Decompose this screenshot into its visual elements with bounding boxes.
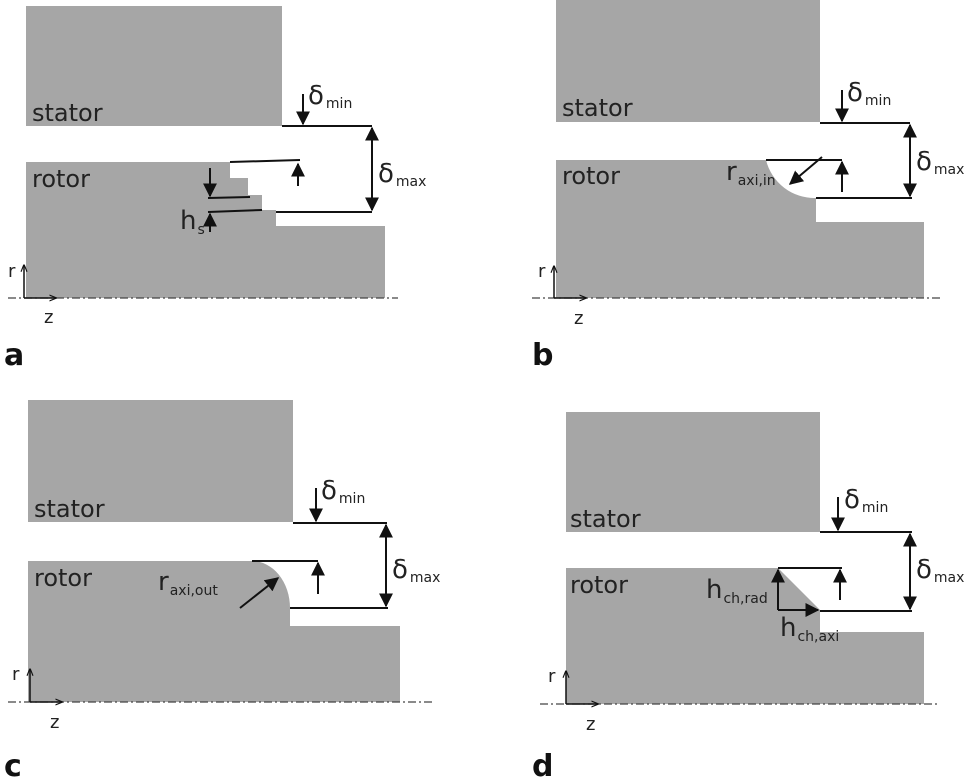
rotor-label: rotor	[570, 571, 628, 599]
z-axis-label: z	[50, 712, 59, 733]
rotor-block	[26, 162, 385, 298]
z-axis-label: z	[586, 714, 595, 735]
rotor-block	[28, 561, 400, 702]
panel-label: d	[532, 749, 553, 780]
rotor-label: rotor	[562, 162, 620, 190]
stator-block	[28, 400, 293, 522]
h-ch-axi-symbol: hch,axi	[780, 613, 839, 645]
rotor-block	[566, 568, 924, 704]
r-axis-label: r	[12, 664, 20, 685]
tip-line	[229, 159, 301, 163]
step-line-2	[207, 209, 263, 213]
stator-label: stator	[570, 505, 641, 533]
step-line-1	[207, 196, 251, 199]
r-axis-label: r	[548, 666, 556, 687]
stator-label: stator	[32, 99, 103, 127]
rotor-label: rotor	[32, 165, 90, 193]
radius-arrow	[239, 577, 280, 609]
stator-block	[26, 6, 282, 126]
hs-symbol: hs	[180, 206, 205, 238]
h-ch-rad-symbol: hch,rad	[706, 575, 768, 607]
stator-label: stator	[562, 94, 633, 122]
radius-arrow	[788, 156, 823, 185]
panel-label: b	[532, 338, 553, 373]
rotor-block	[556, 160, 924, 298]
panel-label: a	[4, 338, 24, 373]
r-axis-label: r	[538, 261, 546, 282]
r-axi-in-symbol: raxi,in	[726, 157, 776, 189]
rotor-label: rotor	[34, 564, 92, 592]
z-axis-label: z	[574, 308, 583, 329]
r-axi-out-symbol: raxi,out	[158, 567, 218, 599]
stator-block	[556, 0, 820, 122]
panel-label: c	[4, 749, 22, 780]
z-axis-label: z	[44, 307, 53, 328]
stator-label: stator	[34, 495, 105, 523]
r-axis-label: r	[8, 261, 16, 282]
stator-block	[566, 412, 820, 532]
